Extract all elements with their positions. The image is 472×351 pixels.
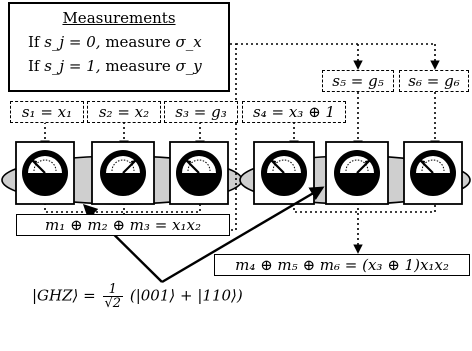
measurements-legend: Measurements If s_j = 0, measure σ_x If … xyxy=(8,2,230,92)
legend-title: Measurements xyxy=(62,9,176,27)
wire-top-route xyxy=(230,43,237,231)
meter-scale xyxy=(345,159,369,172)
output-right: m₄ ⊕ m₅ ⊕ m₆ = (x₃ ⊕ 1)x₁x₂ xyxy=(214,254,470,276)
meter-needle-tip xyxy=(420,160,425,166)
legend-row-2-condition: s_j = 1, xyxy=(44,57,101,75)
legend-row-1: If s_j = 0, measure σ_x xyxy=(28,33,228,51)
ghz-frac-num: 1 xyxy=(102,283,124,297)
meter-scale xyxy=(111,159,135,172)
setting-s2: s₂ = x₂ xyxy=(87,101,161,123)
legend-row-1-condition: s_j = 0, xyxy=(44,33,101,51)
legend-row-2-action: measure xyxy=(105,57,171,75)
ghz-fraction: 1 √2 xyxy=(102,283,124,311)
measurement-meter-icon xyxy=(334,150,380,196)
meter-scale xyxy=(272,159,296,172)
legend-row-2-observable: σ_y xyxy=(175,57,202,75)
ghz-line-right xyxy=(161,186,325,284)
legend-row-1-action: measure xyxy=(105,33,171,51)
output-left: m₁ ⊕ m₂ ⊕ m₃ = x₁x₂ xyxy=(16,214,230,236)
meter-needle-tip xyxy=(186,160,191,166)
measurement-meter-icon xyxy=(410,150,456,196)
meter-face xyxy=(182,156,216,173)
meter-face xyxy=(28,156,62,173)
measurement-meter-icon xyxy=(261,150,307,196)
meter-needle-tip xyxy=(131,160,136,166)
ghz-frac-den: √2 xyxy=(104,296,122,311)
measurement-meter-icon xyxy=(176,150,222,196)
meter-face xyxy=(340,156,374,173)
meter-needle-tip xyxy=(365,160,370,166)
meter-face xyxy=(416,156,450,173)
meter-scale xyxy=(33,159,57,172)
meter-face xyxy=(267,156,301,173)
meter-needle-tip xyxy=(271,160,276,166)
meters xyxy=(22,150,456,196)
meter-scale xyxy=(421,159,445,172)
meter-scale xyxy=(187,159,211,172)
wire-left-collect xyxy=(44,198,201,213)
meter-needle-tip xyxy=(32,160,37,166)
ghz-rhs: (|001⟩ + |110⟩) xyxy=(129,286,243,305)
measurement-meter-icon xyxy=(22,150,68,196)
legend-row-2-prefix: If xyxy=(28,57,40,75)
setting-s1: s₁ = x₁ xyxy=(10,101,84,123)
legend-row-1-observable: σ_x xyxy=(175,33,202,51)
setting-s5: s₅ = g₅ xyxy=(322,70,394,92)
setting-s3: s₃ = g₃ xyxy=(164,101,238,123)
ghz-state: |GHZ⟩ = 1 √2 (|001⟩ + |110⟩) xyxy=(32,283,243,310)
legend-row-2: If s_j = 1, measure σ_y xyxy=(28,57,228,75)
measurement-meter-icon xyxy=(100,150,146,196)
meter-face xyxy=(106,156,140,173)
setting-s4: s₄ = x₃ ⊕ 1 xyxy=(242,101,346,123)
legend-row-1-prefix: If xyxy=(28,33,40,51)
setting-s6: s₆ = g₆ xyxy=(399,70,469,92)
ghz-lhs: |GHZ⟩ = xyxy=(32,286,96,305)
